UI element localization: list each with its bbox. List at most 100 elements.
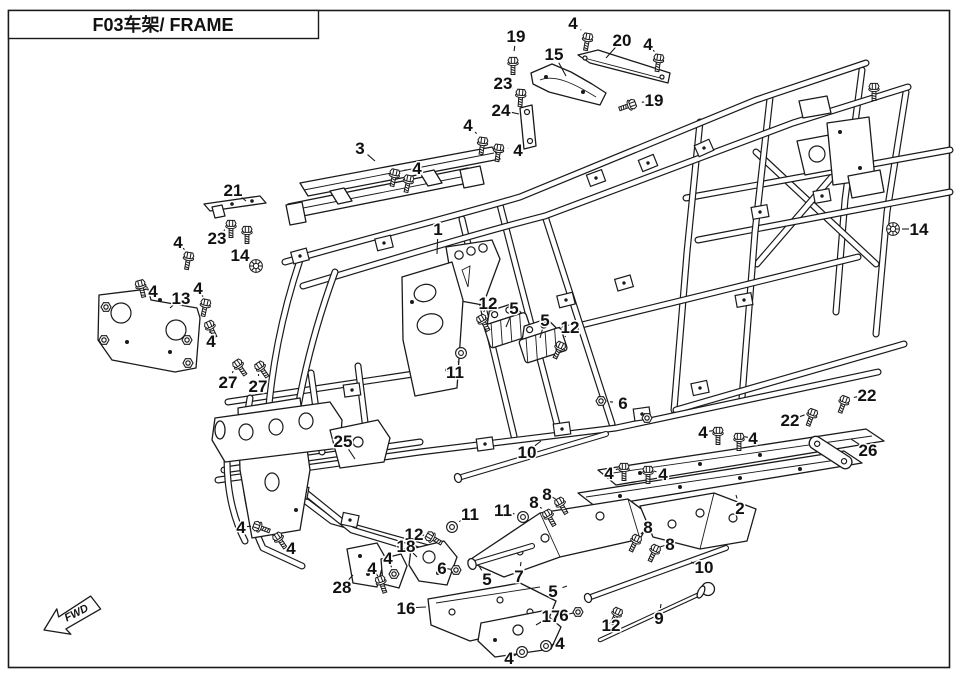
leader-line — [201, 293, 204, 297]
callout-27: 27 — [247, 359, 273, 398]
callout-12: 12 — [600, 605, 625, 637]
part-number-label: 23 — [494, 74, 513, 93]
part-26-bar — [808, 435, 853, 470]
leader-line — [660, 544, 665, 548]
callout-19: 19 — [505, 26, 527, 75]
drawing-border — [7, 9, 951, 669]
callout-5: 5 — [478, 565, 493, 591]
part-number-label: 8 — [643, 518, 652, 537]
part-number-label: 17 — [542, 607, 561, 626]
leader-line — [240, 196, 247, 202]
part-number-label: 12 — [561, 318, 580, 337]
part-number-label: 5 — [482, 570, 491, 589]
part-13-plate — [97, 288, 201, 373]
callout-4: 4 — [235, 517, 272, 539]
callout-27: 27 — [217, 357, 251, 394]
bolt-icon — [579, 32, 595, 52]
nut-icon — [572, 607, 584, 617]
leader-line — [478, 565, 483, 571]
part-number-label: 16 — [397, 599, 416, 618]
part-number-label: 18 — [397, 537, 416, 556]
callout-3: 3 — [354, 138, 376, 162]
part-number-label: 23 — [208, 229, 227, 248]
part-number-label: 9 — [654, 609, 663, 628]
part-number-label: 24 — [492, 101, 511, 120]
callout-12: 12 — [549, 317, 581, 361]
leader-line — [605, 47, 616, 59]
leader-line — [652, 49, 655, 52]
callout-22: 22 — [779, 407, 820, 432]
front-assembly — [211, 397, 391, 539]
fwd-arrow: FWD — [43, 595, 102, 635]
callout-12: 12 — [474, 293, 499, 334]
part-number-label: 22 — [781, 411, 800, 430]
leader-line — [569, 612, 574, 615]
part-number-label: 5 — [540, 311, 549, 330]
part-number-label: 12 — [602, 616, 621, 635]
leader-line — [512, 512, 515, 515]
callout-2: 2 — [734, 494, 746, 520]
part-number-label: 27 — [219, 373, 238, 392]
part-number-label: 12 — [405, 525, 424, 544]
part-number-label: 19 — [507, 27, 526, 46]
part-number-label: 6 — [437, 559, 446, 578]
callout-18: 18 — [395, 536, 418, 558]
bolt-icon — [802, 407, 820, 428]
callout-4: 4 — [491, 140, 525, 163]
callout-16: 16 — [395, 598, 427, 620]
leader-line — [799, 414, 805, 418]
bolt-icon — [241, 225, 253, 244]
part-10-rod-upper — [453, 434, 606, 484]
part-number-label: 19 — [645, 91, 664, 110]
part-number-label: 4 — [206, 332, 216, 351]
callout-14: 14 — [229, 245, 263, 273]
leader-line — [534, 440, 542, 447]
part-number-label: 26 — [859, 441, 878, 460]
callout-5: 5 — [505, 298, 520, 328]
leader-line — [483, 309, 486, 313]
callout-10: 10 — [516, 440, 542, 464]
part-number-label: 4 — [236, 518, 246, 537]
callout-12: 12 — [403, 524, 445, 549]
knurl-icon — [249, 259, 263, 273]
callout-21: 21 — [222, 180, 247, 202]
part-number-label: 14 — [231, 246, 250, 265]
part-21-rail — [203, 195, 267, 219]
part-24-link — [519, 104, 537, 150]
part-number-label: 10 — [695, 558, 714, 577]
callout-11: 11 — [493, 500, 529, 523]
part-number-label: 4 — [555, 634, 565, 653]
leader-line — [513, 45, 516, 52]
leader-line — [223, 229, 226, 232]
part-number-label: 4 — [148, 282, 158, 301]
bolt-icon — [834, 394, 852, 415]
rear-top-plates — [796, 95, 885, 199]
part-number-label: 14 — [910, 220, 929, 239]
callout-6: 6 — [595, 393, 629, 415]
callout-4: 4 — [133, 278, 160, 303]
callout-6: 6 — [558, 605, 584, 627]
callout-4: 4 — [172, 232, 196, 271]
bolt-icon — [712, 426, 724, 445]
callout-4: 4 — [386, 158, 424, 188]
part-1-gusset — [401, 239, 501, 397]
leader-line — [850, 438, 860, 446]
part-number-label: 15 — [545, 45, 564, 64]
part-number-label: 4 — [193, 279, 203, 298]
callout-4: 4 — [382, 548, 400, 579]
part-number-label: 4 — [412, 159, 422, 178]
leader-line — [615, 468, 619, 471]
callout-4: 4 — [603, 463, 630, 485]
title-block: F03车架/ FRAME — [7, 9, 320, 40]
part-9-bolt — [600, 581, 716, 641]
leader-line — [562, 585, 568, 589]
part-number-label: 2 — [735, 499, 744, 518]
leader-line — [367, 154, 376, 162]
bolt-icon — [644, 542, 663, 564]
callout-8: 8 — [625, 517, 654, 554]
washer-icon — [446, 521, 458, 533]
callout-4: 4 — [697, 422, 724, 445]
part-number-label: 25 — [334, 432, 353, 451]
